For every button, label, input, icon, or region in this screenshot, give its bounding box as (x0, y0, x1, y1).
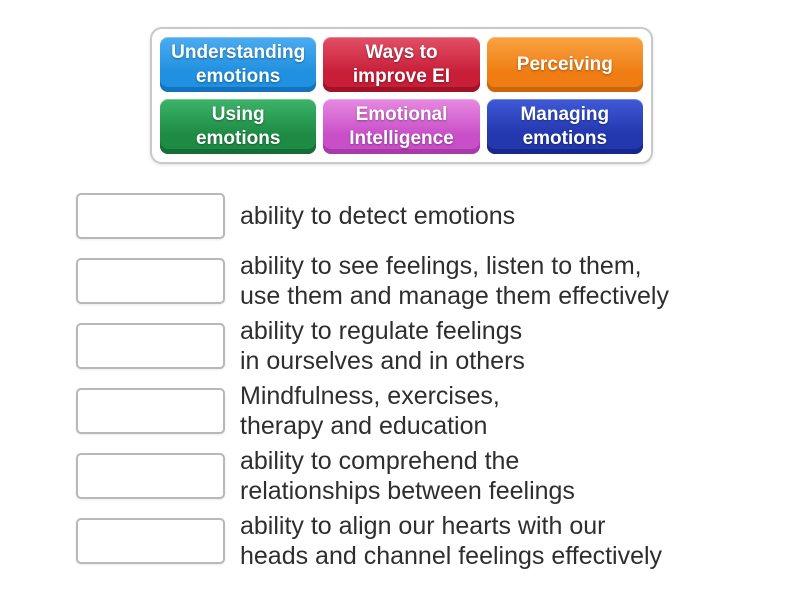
drop-slot-4[interactable] (76, 387, 225, 434)
match-row-6: ability to align our hearts with our hea… (76, 508, 756, 573)
word-bank-panel: Understanding emotions Ways to improve E… (150, 27, 653, 164)
tile-understanding-emotions[interactable]: Understanding emotions (160, 37, 317, 92)
clue-text-1: ability to detect emotions (240, 201, 516, 230)
tile-managing-emotions[interactable]: Managing emotions (486, 99, 643, 154)
clue-text-5: ability to comprehend the relationships … (240, 446, 575, 505)
match-row-2: ability to see feelings, listen to them,… (76, 248, 756, 313)
tile-emotional-intelligence[interactable]: Emotional Intelligence (323, 99, 480, 154)
match-row-4: Mindfulness, exercises, therapy and educ… (76, 378, 756, 443)
match-row-3: ability to regulate feelings in ourselve… (76, 313, 756, 378)
match-list: ability to detect emotions ability to se… (76, 183, 756, 573)
match-row-5: ability to comprehend the relationships … (76, 443, 756, 508)
clue-text-6: ability to align our hearts with our hea… (240, 511, 663, 570)
tile-perceiving[interactable]: Perceiving (486, 37, 643, 92)
drop-slot-2[interactable] (76, 257, 225, 304)
clue-text-4: Mindfulness, exercises, therapy and educ… (240, 381, 500, 440)
drop-slot-5[interactable] (76, 452, 225, 499)
clue-text-3: ability to regulate feelings in ourselve… (240, 316, 525, 375)
drop-slot-1[interactable] (76, 192, 225, 239)
clue-text-2: ability to see feelings, listen to them,… (240, 251, 669, 310)
match-row-1: ability to detect emotions (76, 183, 756, 248)
drop-slot-6[interactable] (76, 517, 225, 564)
tile-using-emotions[interactable]: Using emotions (160, 99, 317, 154)
drop-slot-3[interactable] (76, 322, 225, 369)
tile-ways-to-improve-ei[interactable]: Ways to improve EI (323, 37, 480, 92)
